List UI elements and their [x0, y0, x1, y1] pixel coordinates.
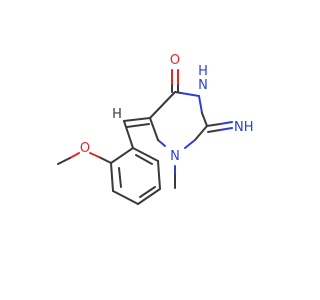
atom-nh-imine: NH: [234, 120, 254, 135]
bond-ar-3: [112, 190, 139, 205]
atom-labels: O H N NH N H O: [80, 53, 254, 164]
bond-ar-6: [132, 147, 159, 162]
atom-n-ring-nh: N: [198, 78, 208, 93]
bond-ar-inner-1: [118, 167, 122, 188]
bond-ar-inner-3: [135, 154, 153, 165]
atom-n-methyl: N: [170, 149, 180, 164]
bond-c2-n1: [194, 125, 208, 141]
bonds: [57, 69, 233, 205]
bond-ar-4: [137, 188, 161, 205]
bond-n3-c2: [201, 112, 208, 127]
bond-c2-n1-n: [184, 139, 196, 149]
bond-ar-inner-2: [139, 186, 156, 198]
bond-o-ch3: [57, 157, 71, 165]
bond-ar-o: [98, 156, 112, 164]
atom-o-carbonyl: O: [170, 53, 180, 68]
molecule-diagram: O H N NH N H O: [57, 53, 254, 205]
bond-n3-c2-n: [198, 95, 203, 114]
atom-h-nh: H: [198, 64, 208, 79]
bond-n1-c5-n: [157, 139, 166, 147]
bond-ar-o-red: [89, 152, 100, 158]
bond-exo-2: [126, 123, 150, 128]
bond-o-ch3-red: [69, 152, 80, 159]
atom-o-methoxy: O: [80, 141, 90, 156]
bond-ar-5: [157, 160, 161, 190]
bond-ar-1: [110, 147, 134, 164]
atom-h-vinyl: H: [112, 107, 122, 122]
bond-ar-2: [110, 162, 114, 192]
bond-cn-2a: [207, 129, 221, 133]
bond-cn-1a: [206, 123, 221, 127]
bond-exo-1: [123, 117, 151, 122]
bond-n1-c5: [149, 117, 159, 141]
structure-canvas: O H N NH N H O: [57, 53, 254, 205]
bond-c4-c5: [149, 91, 176, 119]
bond-cn-1b: [219, 121, 233, 125]
bond-vinyl-ring: [123, 120, 134, 149]
bond-c4-n3-n: [180, 92, 200, 97]
bond-cn-2b: [219, 127, 233, 131]
